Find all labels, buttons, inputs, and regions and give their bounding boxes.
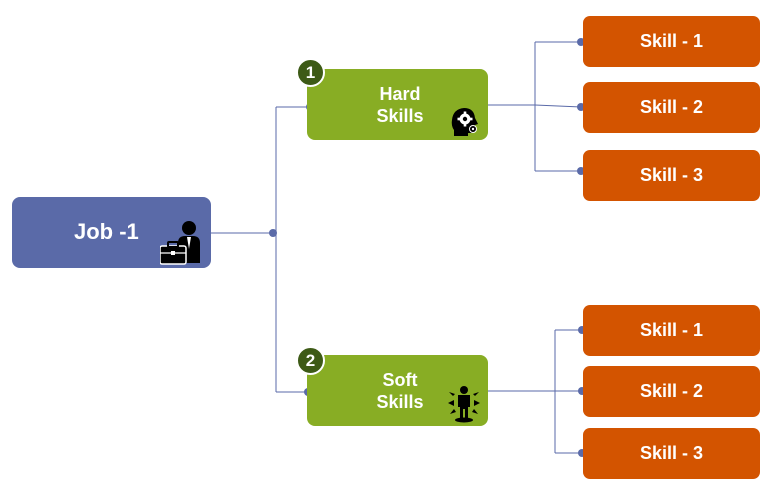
badge-number-2: 2 <box>296 346 325 375</box>
hard-skill-1: Skill - 1 <box>583 16 760 67</box>
soft-skill-2: Skill - 2 <box>583 366 760 417</box>
category-label-line1: Hard <box>379 84 421 104</box>
category-node-hard-skills: Hard Skills <box>307 69 488 140</box>
badge-number-1: 1 <box>296 58 325 87</box>
category-node-soft-skills: Soft Skills <box>307 355 488 426</box>
category-label-hard-skills: Hard Skills <box>365 83 435 127</box>
hard-skill-2: Skill - 2 <box>583 82 760 133</box>
root-node-job: Job -1 <box>12 197 211 268</box>
category-label-line2: Skills <box>376 106 424 126</box>
businessman-briefcase-icon <box>160 221 200 265</box>
soft-skill-3: Skill - 3 <box>583 428 760 479</box>
connector-dot-root <box>269 229 277 237</box>
hard-skill-3: Skill - 3 <box>583 150 760 201</box>
root-node-label: Job -1 <box>74 219 139 244</box>
category-label-soft-skills: Soft Skills <box>365 369 435 413</box>
head-gear-icon <box>451 108 478 136</box>
person-arrows-icon <box>448 386 480 423</box>
category-label-line2: Skills <box>376 392 424 412</box>
connector-hard-skill-2 <box>534 104 582 108</box>
category-label-line1: Soft <box>382 370 418 390</box>
soft-skill-1: Skill - 1 <box>583 305 760 356</box>
